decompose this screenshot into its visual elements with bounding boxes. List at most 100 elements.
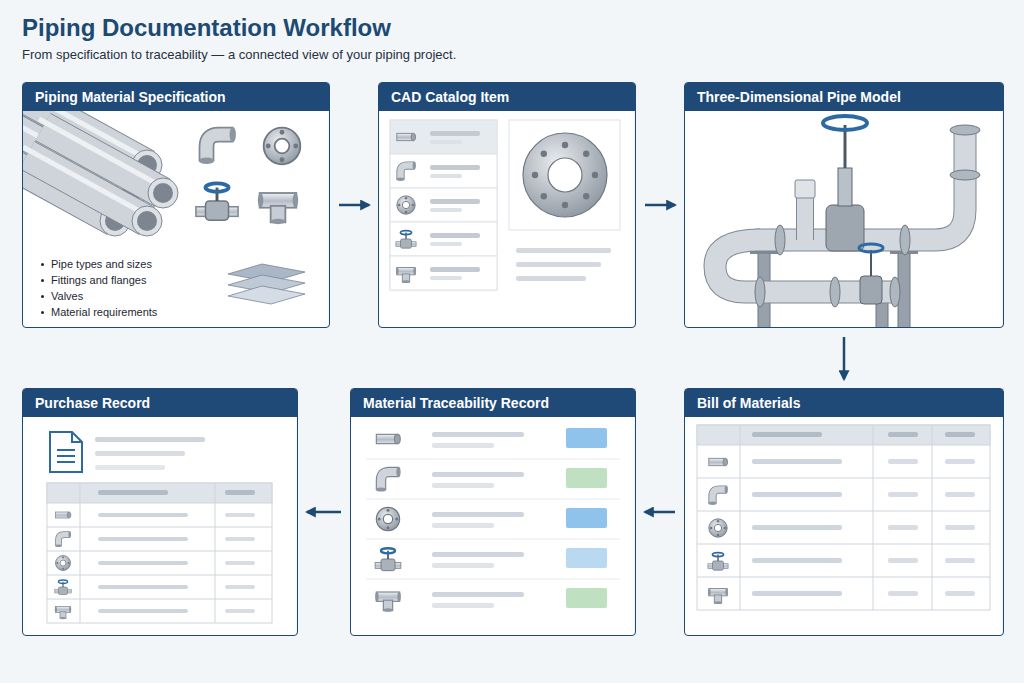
panel-heading: Material Traceability Record (351, 389, 635, 417)
panel-box: Bill of Materials (684, 388, 1004, 636)
bom-table (697, 425, 990, 610)
pipe-body (797, 195, 813, 240)
pipe-outline (796, 195, 814, 240)
flow-arrow (843, 337, 846, 379)
diagram-title: Piping Documentation Workflow (22, 13, 391, 43)
pipe-highlight (23, 147, 143, 213)
valve-icon (396, 231, 416, 249)
flange-icon (709, 519, 727, 537)
flow-arrow (645, 511, 675, 514)
pipe-end (132, 206, 162, 236)
table-row-line (697, 511, 990, 512)
placeholder-bar (432, 563, 494, 568)
valve-icon (55, 580, 72, 594)
status-tag (566, 468, 607, 488)
document-line (57, 461, 75, 463)
tee-icon (55, 607, 72, 620)
bullet-item: Pipe types and sizes (41, 256, 157, 272)
valve-stem (870, 250, 872, 276)
placeholder-bar (752, 432, 822, 437)
table-column-line (932, 425, 933, 610)
placeholder-bar (432, 603, 494, 608)
bolt-hole (541, 193, 547, 199)
pipe-icon (709, 458, 728, 465)
panel-box: Purchase Record (22, 388, 298, 636)
pipe-body (27, 155, 147, 221)
placeholder-bar (430, 199, 480, 204)
placeholder-bar (98, 513, 188, 517)
placeholder-bar (95, 437, 205, 442)
pipe-fitting (795, 180, 815, 198)
placeholder-bar (225, 513, 255, 517)
placeholder-bar (752, 591, 842, 596)
placeholder-bar (888, 591, 918, 596)
flow-arrow (645, 204, 675, 207)
document-line (57, 449, 75, 451)
panel-box: Piping Material SpecificationPipe types … (22, 82, 330, 328)
traceability-rows (366, 428, 620, 612)
tee-icon (258, 193, 298, 224)
placeholder-bar (752, 525, 842, 530)
table-row-line (47, 599, 272, 600)
panel-box: CAD Catalog Item (378, 82, 636, 328)
placeholder-bar (225, 490, 255, 495)
document-fold (72, 432, 82, 442)
pipe-flange (830, 277, 840, 307)
bolt-hole (592, 172, 598, 178)
table-column-line (80, 483, 81, 623)
pipe-bore (153, 183, 173, 203)
flange-icon (397, 196, 415, 214)
placeholder-bar (432, 592, 524, 597)
placeholder-bar (888, 525, 918, 530)
placeholder-bar (888, 459, 918, 464)
row-divider (366, 459, 620, 460)
bullet-item: Fittings and flanges (41, 272, 157, 288)
status-tag (566, 588, 607, 608)
flange-bore (548, 158, 582, 192)
illustrations (0, 91, 990, 623)
table-row-line (47, 551, 272, 552)
panel-heading: CAD Catalog Item (379, 83, 635, 111)
status-tag (566, 428, 607, 448)
placeholder-bar (225, 609, 255, 613)
pipe-flange (755, 277, 765, 307)
pipe-flange (950, 125, 980, 135)
table-row-line (697, 577, 990, 578)
placeholder-bar (516, 276, 586, 281)
tee-icon (375, 592, 401, 612)
elbow-icon (55, 531, 71, 547)
panel-ground (684, 388, 1002, 636)
pipe-icon (397, 133, 416, 140)
pipe-flange (890, 277, 900, 307)
placeholder-bar (752, 558, 842, 563)
pipe-flange (950, 170, 980, 180)
placeholder-bar (888, 492, 918, 497)
bolt-hole (532, 172, 538, 178)
placeholder-bar (430, 242, 462, 246)
placeholder-bar (516, 262, 601, 267)
valve-handwheel (823, 116, 867, 130)
panel-grounds (22, 82, 1002, 636)
pipe-icon (376, 434, 400, 443)
placeholder-bar (98, 561, 188, 565)
pipe-flange (900, 225, 910, 255)
placeholder-bar (98, 490, 168, 495)
placeholder-bar (432, 472, 524, 477)
pipe-model-art (715, 116, 980, 327)
pipe-end (148, 178, 178, 208)
placeholder-bar (225, 537, 255, 541)
table-header (47, 483, 272, 503)
elbow-icon (199, 127, 236, 164)
catalog-row (390, 154, 497, 188)
table-row-line (47, 575, 272, 576)
placeholder-bar (430, 131, 480, 136)
row-divider (366, 539, 620, 540)
status-tag (566, 548, 607, 568)
row-divider (366, 579, 620, 580)
elbow-icon (708, 485, 728, 505)
panel-ground (22, 388, 296, 636)
valve-icon (708, 553, 728, 571)
valve-body (826, 205, 864, 251)
placeholder-bar (888, 558, 918, 563)
placeholder-bar (430, 165, 480, 170)
